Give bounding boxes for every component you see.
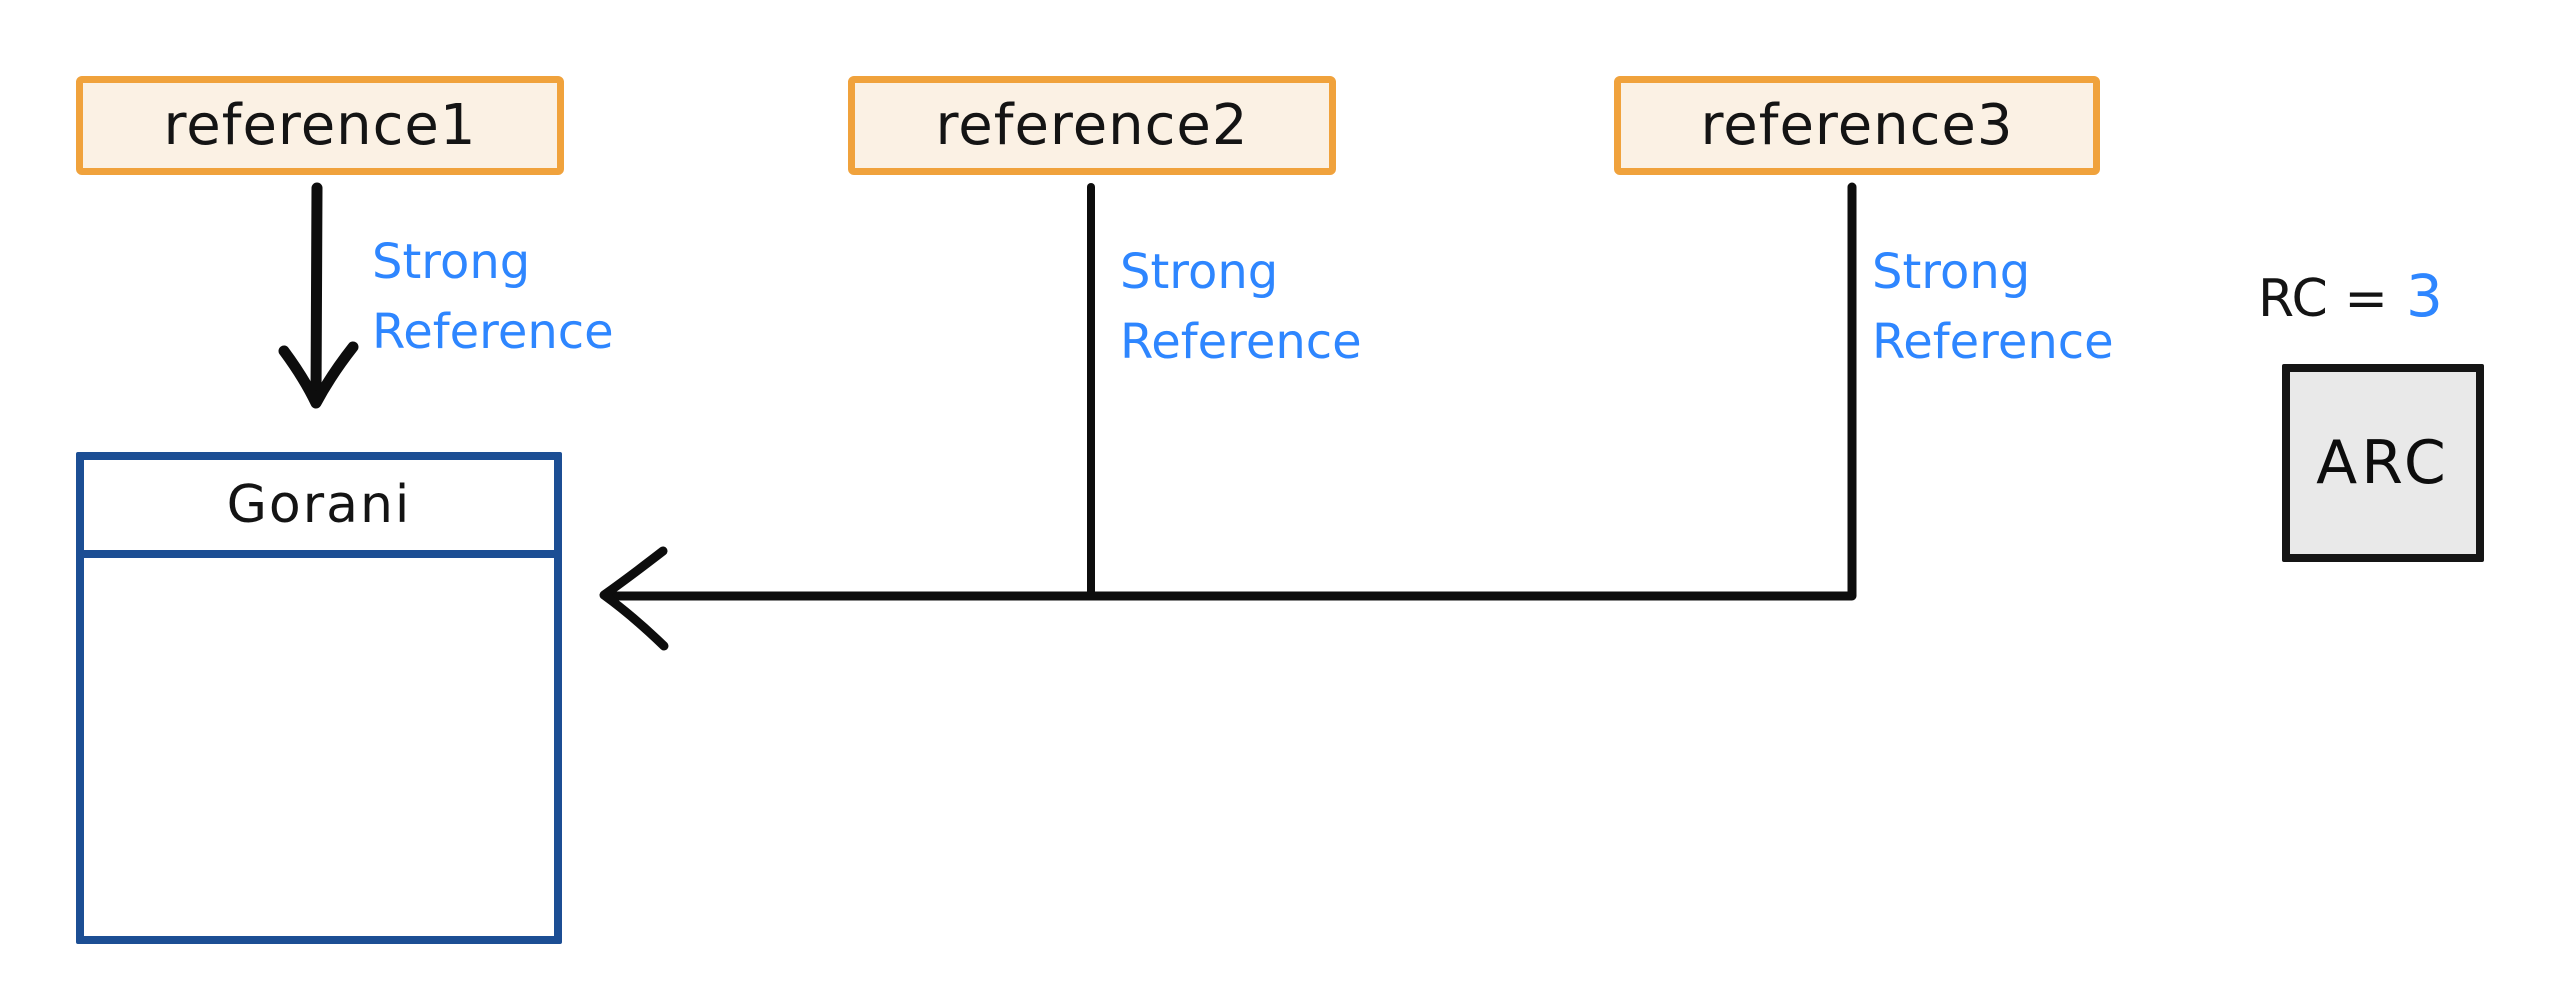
arrowhead-down-icon — [278, 341, 359, 409]
reference3-box: reference3 — [1614, 76, 2100, 175]
reference-count-label: RC = 3 — [2258, 262, 2443, 330]
reference3-label: reference3 — [1700, 93, 2014, 158]
reference2-label: reference2 — [935, 93, 1249, 158]
strong-reference-label-1-line1: Strong — [372, 234, 531, 290]
reference2-box: reference2 — [848, 76, 1336, 175]
strong-reference-label-2: Strong Reference — [1120, 238, 1362, 377]
arc-label: ARC — [2316, 428, 2450, 498]
reference1-box: reference1 — [76, 76, 564, 175]
strong-reference-label-3-line2: Reference — [1872, 313, 2114, 370]
arrowhead-left-icon — [599, 546, 669, 651]
gorani-object-box: Gorani — [76, 452, 562, 944]
gorani-title: Gorani — [84, 460, 554, 558]
strong-arrow-reference1-shaft — [310, 182, 323, 404]
strong-reference-label-1: Strong Reference — [372, 228, 614, 367]
strong-reference-label-3: Strong Reference — [1872, 238, 2114, 377]
gorani-body — [84, 558, 554, 936]
strong-reference-label-2-line1: Strong — [1120, 244, 1279, 300]
arc-box: ARC — [2282, 364, 2484, 562]
rc-value: 3 — [2405, 262, 2443, 330]
strong-reference-label-3-line1: Strong — [1872, 244, 2031, 300]
rc-prefix: RC = — [2258, 269, 2388, 329]
reference1-label: reference1 — [163, 93, 477, 158]
strong-reference-label-2-line2: Reference — [1120, 313, 1362, 370]
strong-reference-label-1-line2: Reference — [372, 303, 614, 360]
